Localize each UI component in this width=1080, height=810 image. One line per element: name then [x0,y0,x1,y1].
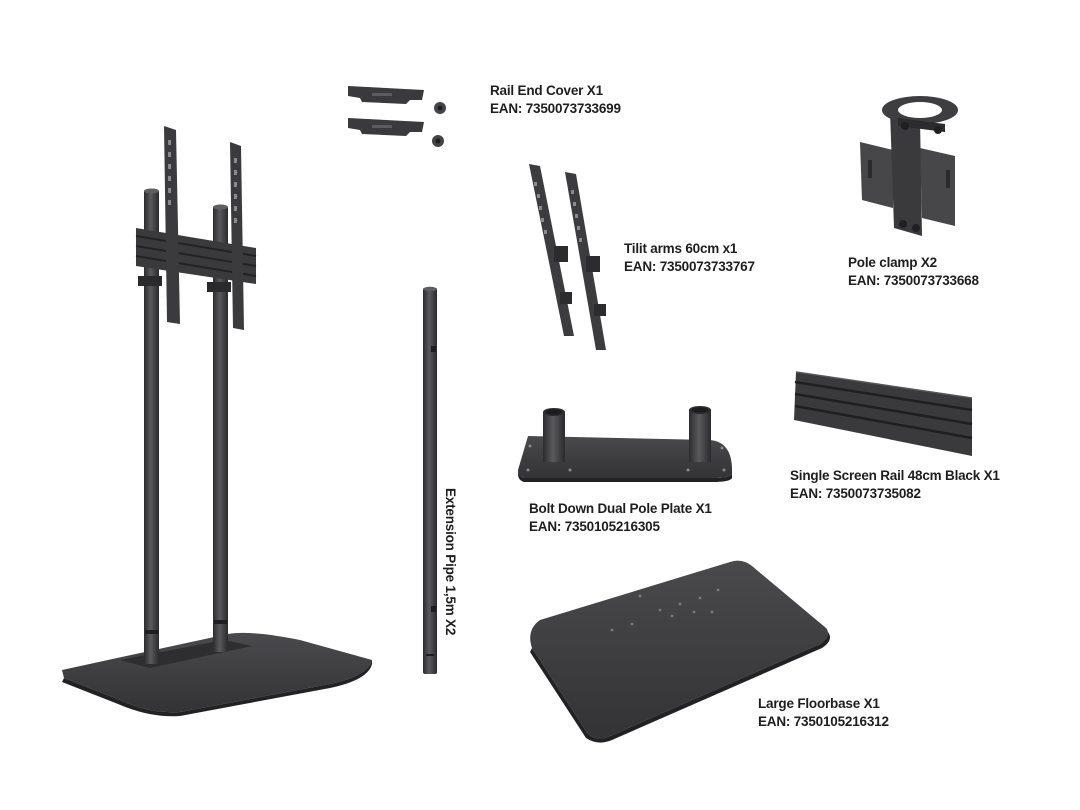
rail-end-cover-ean: EAN: 7350073733699 [490,101,621,116]
bolt-down-plate-ean: EAN: 7350105216305 [529,519,660,534]
extension-pipe [423,286,437,674]
rail-end-cover-label: Rail End Cover X1 EAN: 7350073733699 [490,82,621,118]
screen-rail-label: Single Screen Rail 48cm Black X1 EAN: 73… [790,467,1000,503]
tilt-arms-ean: EAN: 7350073733767 [624,259,755,274]
pole-clamp-ean: EAN: 7350073733668 [848,273,979,288]
assembled-stand [62,126,372,717]
extension-pipe-label: Extension Pipe 1,5m X2 [443,488,458,636]
bolt-down-plate-name: Bolt Down Dual Pole Plate X1 [529,501,712,516]
screen-rail-ean: EAN: 7350073735082 [790,486,921,501]
stand-floorbase [62,632,372,713]
large-floorbase-ean: EAN: 7350105216312 [758,714,889,729]
pole-clamp-label: Pole clamp X2 EAN: 7350073733668 [848,254,979,290]
stand-tilt-arm-left [164,126,180,324]
large-floorbase-name: Large Floorbase X1 [758,696,880,711]
rail-end-covers [348,86,446,147]
tilt-arms [529,164,606,350]
bolt-down-plate-label: Bolt Down Dual Pole Plate X1 EAN: 735010… [529,500,712,536]
screen-rail-name: Single Screen Rail 48cm Black X1 [790,468,1000,483]
stand-tilt-arm-right [230,142,244,330]
pole-clamp [860,96,958,236]
single-screen-rail [794,371,973,456]
large-floorbase-label: Large Floorbase X1 EAN: 7350105216312 [758,695,889,731]
tilt-arms-name: Tilit arms 60cm x1 [624,241,738,256]
rail-end-cover-name: Rail End Cover X1 [490,83,603,98]
pole-clamp-name: Pole clamp X2 [848,255,937,270]
large-floorbase [530,560,830,743]
stand-pole-left [144,190,159,664]
stand-pole-right [213,206,228,652]
tilt-arms-label: Tilit arms 60cm x1 EAN: 7350073733767 [624,240,755,276]
bolt-down-plate [518,406,732,482]
